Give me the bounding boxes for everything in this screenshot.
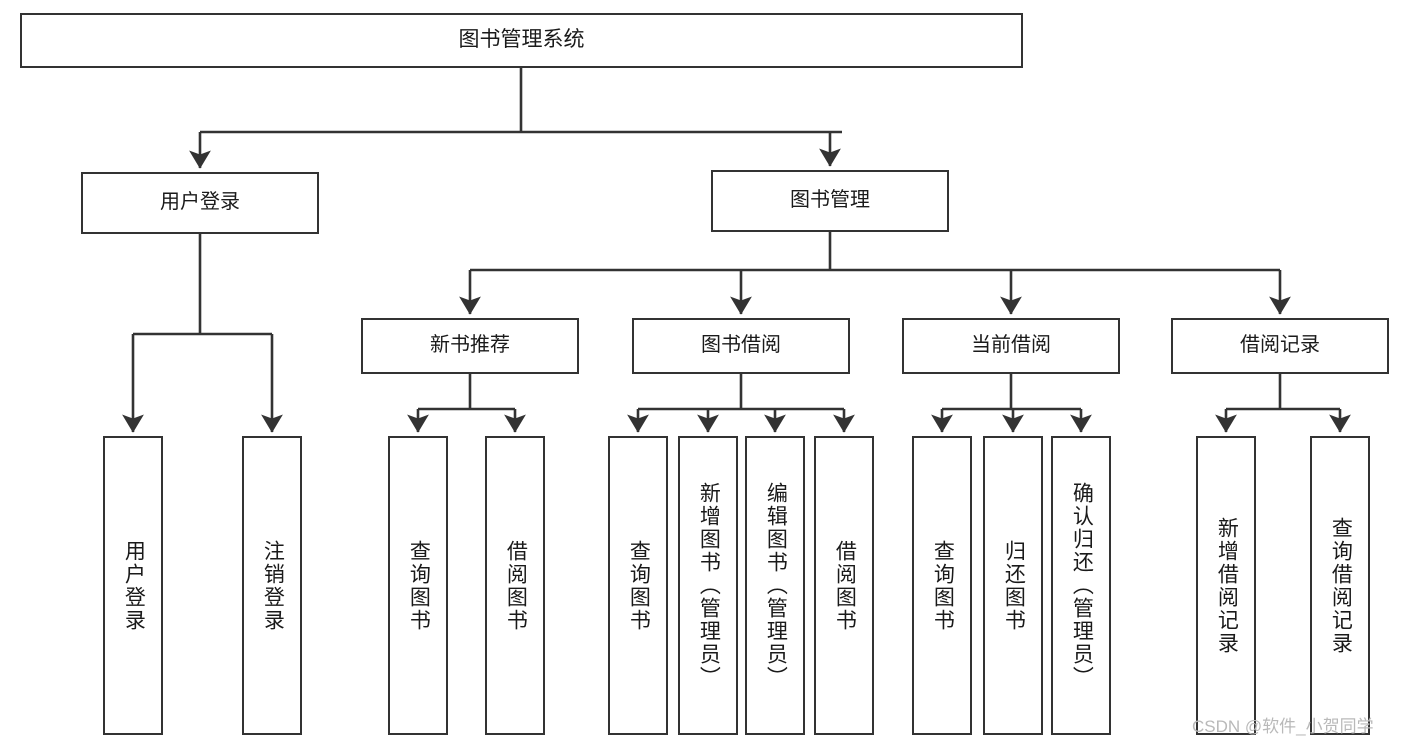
leaf-node[interactable]: 借阅图书 [485,436,545,735]
leaf-node[interactable]: 归还图书 [983,436,1043,735]
leaf-node-label: 借阅图书 [833,539,857,632]
leaf-node-label: 注销登录 [261,539,285,632]
node-book-management-label: 图书管理 [790,189,870,212]
leaf-node-label: 查询图书 [627,539,651,632]
leaf-node-label: 借阅图书 [504,539,528,632]
leaf-node-label: 归还图书 [1002,539,1026,632]
node-root-label: 图书管理系统 [458,28,585,52]
leaf-node[interactable]: 确认归还（管理员） [1051,436,1111,735]
leaf-node[interactable]: 编辑图书（管理员） [745,436,805,735]
leaf-node[interactable]: 查询图书 [388,436,448,735]
leaf-node[interactable]: 注销登录 [242,436,302,735]
node-root[interactable]: 图书管理系统 [20,13,1023,68]
leaf-node-label: 新增图书（管理员） [697,482,721,689]
node-borrow-record[interactable]: 借阅记录 [1171,318,1389,374]
leaf-node[interactable]: 查询图书 [912,436,972,735]
leaf-node[interactable]: 新增图书（管理员） [678,436,738,735]
node-borrow-record-label: 借阅记录 [1240,334,1320,357]
node-book-borrow-label: 图书借阅 [701,334,781,357]
node-new-book-recommend[interactable]: 新书推荐 [361,318,579,374]
leaf-node-label: 确认归还（管理员） [1070,482,1094,689]
leaf-node[interactable]: 借阅图书 [814,436,874,735]
leaf-node[interactable]: 查询图书 [608,436,668,735]
leaf-node-label: 用户登录 [122,539,146,632]
node-book-management[interactable]: 图书管理 [711,170,949,232]
node-new-book-recommend-label: 新书推荐 [430,334,510,357]
leaf-node-label: 查询图书 [931,539,955,632]
leaf-node-label: 查询借阅记录 [1329,516,1353,655]
leaf-node[interactable]: 新增借阅记录 [1196,436,1256,735]
leaf-node-label: 查询图书 [407,539,431,632]
node-current-borrow-label: 当前借阅 [971,334,1051,357]
node-user-login[interactable]: 用户登录 [81,172,319,234]
edges [122,68,1351,433]
node-current-borrow[interactable]: 当前借阅 [902,318,1120,374]
node-user-login-label: 用户登录 [160,191,240,214]
node-book-borrow[interactable]: 图书借阅 [632,318,850,374]
leaf-node-label: 新增借阅记录 [1215,516,1239,655]
leaf-node[interactable]: 用户登录 [103,436,163,735]
leaf-node-label: 编辑图书（管理员） [764,482,788,689]
leaf-node[interactable]: 查询借阅记录 [1310,436,1370,735]
